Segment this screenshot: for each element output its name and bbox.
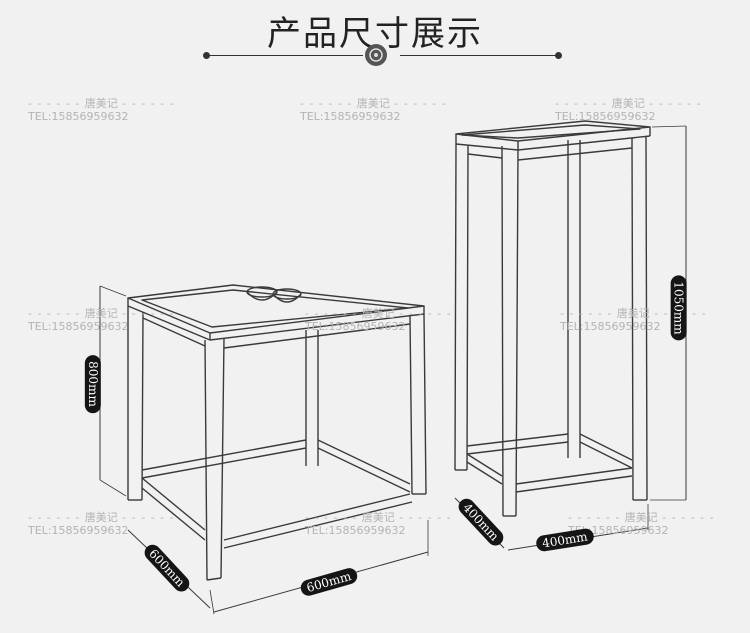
divider-dot-left bbox=[203, 52, 210, 59]
ornament-icon bbox=[365, 44, 387, 66]
divider-dot-right bbox=[555, 52, 562, 59]
watermark: 唐美记TEL:15856959632 bbox=[28, 511, 175, 537]
title-divider-left bbox=[205, 55, 363, 56]
side-table-drawing bbox=[99, 284, 429, 615]
tall-stand-drawing bbox=[454, 120, 687, 551]
title-divider-right bbox=[400, 55, 558, 56]
watermark: 唐美记TEL:15856959632 bbox=[305, 511, 452, 537]
watermark: 唐美记TEL:15856959632 bbox=[305, 307, 452, 333]
watermark: 唐美记TEL:15856959632 bbox=[300, 97, 447, 123]
table-height-label: 800mm bbox=[84, 355, 101, 413]
watermark: 唐美记TEL:15856959632 bbox=[28, 97, 175, 123]
stand-height-label: 1050mm bbox=[670, 275, 687, 341]
watermark: 唐美记TEL:15856959632 bbox=[555, 97, 702, 123]
watermark: 唐美记TEL:15856959632 bbox=[28, 307, 175, 333]
watermark: 唐美记TEL:15856959632 bbox=[560, 307, 707, 333]
